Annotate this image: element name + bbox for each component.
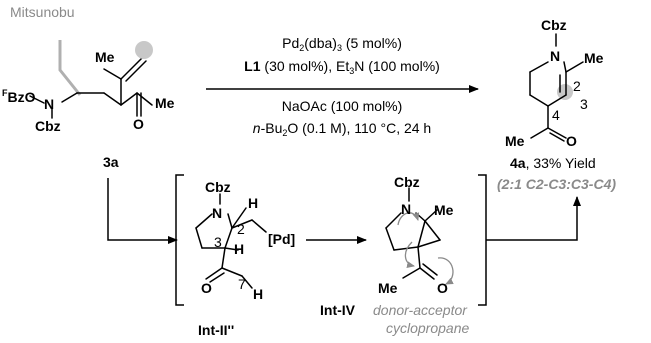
condition-line-4: n-Bu2O (0.1 M), 110 °C, 24 h	[253, 120, 431, 138]
int-ii-name: Int-II''	[198, 322, 234, 338]
arrow-3a-to-int-ii	[107, 178, 178, 244]
int-iv-cbz-label: Cbz	[394, 174, 420, 190]
bond-co-o-2	[209, 272, 225, 283]
reactant-n-label: N	[44, 96, 54, 112]
bond-c4-c3	[393, 246, 419, 251]
int-iv-desc-line-2: cyclopropane	[386, 320, 469, 336]
int-iv-o-label: O	[437, 280, 448, 296]
bond-co-o-1	[205, 267, 223, 280]
bond-c3-c2	[417, 220, 426, 248]
bond-acyl-me	[530, 127, 549, 139]
int-ii-cbz-label: Cbz	[205, 179, 231, 195]
bond-ch2-pd	[251, 219, 267, 233]
int-iv-me-label: Me	[434, 202, 454, 218]
bond-o-n	[29, 95, 45, 104]
compound-3a-label: 3a	[103, 154, 119, 170]
int-iv-desc-line-1: donor-acceptor	[373, 302, 468, 318]
curly-arrow-1	[397, 212, 420, 226]
arrow-int-iv-to-product	[486, 196, 581, 241]
product-cbz-label: Cbz	[541, 17, 567, 33]
bond-vinyl-me	[103, 68, 122, 80]
reactant-o-label: O	[133, 116, 144, 132]
bond-n-c5	[195, 213, 213, 229]
bond-ch2-h	[241, 275, 253, 289]
bond-c2-n	[227, 213, 233, 229]
int-iv-name: Int-IV	[320, 302, 356, 318]
int-ii-num-2: 2	[237, 221, 245, 237]
condition-line-2: L1 (30 mol%), Et3N (100 mol%)	[244, 58, 440, 76]
bond-c2-ch2	[231, 219, 253, 229]
reactant-cbz-label: Cbz	[35, 118, 61, 134]
bond-ch-co	[120, 92, 138, 106]
curly-arrow-2	[404, 241, 415, 269]
product-num-2: 2	[573, 78, 581, 94]
product-yield-line: 4a, 33% Yield	[510, 155, 596, 171]
bond-n-ch2	[61, 92, 78, 103]
bracket-left	[175, 174, 184, 306]
bond-c2-me	[424, 209, 438, 222]
int-iv-me-acyl-label: Me	[378, 280, 398, 296]
bond-c5-c4	[529, 94, 549, 107]
bond-c3-cp	[417, 239, 441, 248]
condition-line-1: Pd2(dba)3 (5 mol%)	[282, 35, 402, 53]
int-iv-structure	[385, 187, 454, 285]
bond-c3-co	[221, 247, 226, 269]
bond-acyl-o-2	[422, 263, 438, 276]
bond-c5-c4	[195, 227, 203, 249]
product-highlight-dot	[557, 84, 573, 100]
mitsunobu-bond-marker	[58, 40, 82, 96]
bond-acyl-o-2	[549, 132, 565, 142]
bond-c5-c4	[385, 227, 395, 251]
condition-line-3: NaOAc (100 mol%)	[282, 98, 403, 114]
reactant-structure	[29, 40, 153, 119]
product-structure	[529, 33, 584, 142]
bond-c2-n	[563, 61, 567, 73]
int-ii-structure	[195, 193, 267, 289]
product-num-3: 3	[580, 96, 588, 112]
bracket-right	[478, 174, 487, 306]
int-ii-h-mid: H	[234, 241, 244, 257]
alkene-highlight-dot	[135, 41, 153, 59]
reactant-me-ketone-label: Me	[155, 95, 175, 111]
int-ii-pd-label: [Pd]	[268, 231, 295, 247]
product-ratio-line: (2:1 C2-C3:C3-C4)	[497, 176, 616, 192]
int-ii-o-label: O	[201, 280, 212, 296]
bond-acyl-o-1	[419, 267, 435, 280]
int-ii-h-top: H	[248, 195, 258, 211]
int-ii-n-label: N	[212, 205, 222, 221]
product-me-label: Me	[584, 50, 604, 66]
product-o-label: O	[566, 133, 577, 149]
bond-vinyl-ch2-2	[125, 60, 147, 82]
bond-c2-cp	[424, 220, 441, 241]
product-me-acyl-label: Me	[505, 133, 525, 149]
bond-n-c5	[385, 212, 402, 229]
reactant-fbzo-label: FBzO	[2, 88, 36, 105]
bond-co-ch2	[221, 267, 243, 277]
bond-c3-acyl	[417, 246, 421, 269]
product-n-label: N	[550, 48, 560, 64]
bond-c3-c2	[224, 227, 233, 249]
bond-n-c6	[529, 61, 549, 73]
product-num-4: 4	[552, 107, 560, 123]
bond-c2-me	[565, 61, 584, 73]
bond-c3-h	[224, 247, 239, 251]
bond-acyl-me	[402, 267, 421, 279]
bond-co-me	[136, 92, 153, 106]
int-iv-n-label: N	[401, 201, 411, 217]
bond-c2-h	[231, 207, 247, 229]
bond-ch2-ch	[103, 92, 122, 106]
curly-arrow-3	[437, 257, 454, 285]
bond-acyl-o-1	[547, 127, 567, 139]
int-ii-h-bottom: H	[253, 286, 263, 302]
int-ii-num-3: 3	[214, 234, 222, 250]
int-ii-num-7: 7	[238, 276, 246, 292]
bond-vinyl-ch2-1	[120, 55, 145, 80]
mitsunobu-label: Mitsunobu	[10, 4, 75, 20]
bond-c4-c3	[547, 94, 567, 107]
reactant-me-label: Me	[95, 49, 115, 65]
